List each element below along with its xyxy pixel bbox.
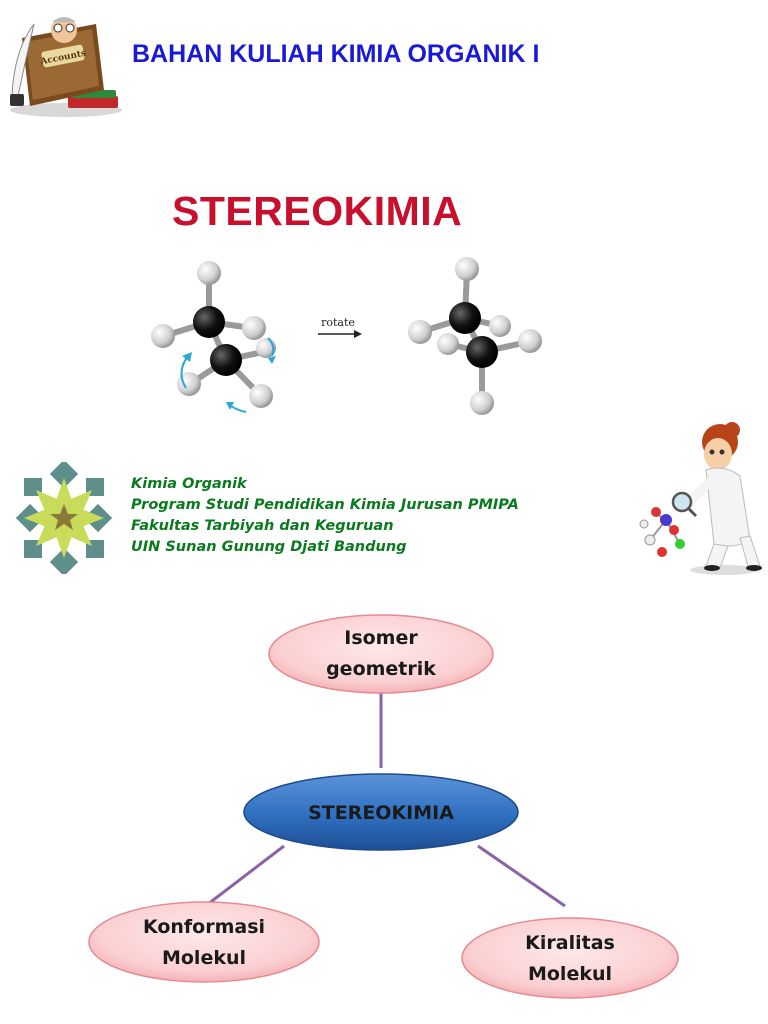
institution-info: Kimia Organik Program Studi Pendidikan K… (131, 474, 519, 558)
scientist-girl-clipart (639, 422, 762, 575)
ethane-rotation-diagram: rotate (151, 257, 542, 415)
node-kiralitas-molekul: Kiralitas Molekul (525, 932, 615, 985)
university-logo (15, 462, 113, 574)
node-stereokimia: STEREOKIMIA (308, 801, 454, 824)
institution-line: UIN Sunan Gunung Djati Bandung (131, 539, 407, 555)
node-center-shape (243, 773, 519, 851)
node-isomer-geometrik: Isomer geometrik (326, 627, 436, 680)
rotate-arrow: rotate (318, 316, 362, 338)
main-title: STEREOKIMIA (172, 188, 463, 234)
node-left-shape (88, 901, 320, 983)
institution-line: Kimia Organik (131, 476, 247, 492)
node-konformasi-molekul: Konformasi Molekul (142, 916, 266, 969)
molecule-before (151, 261, 276, 413)
institution-line: Program Studi Pendidikan Kimia Jurusan P… (131, 497, 519, 513)
accounts-book-clipart: Accounts (10, 17, 122, 117)
concept-map-connectors (88, 614, 679, 999)
institution-line: Fakultas Tarbiyah dan Keguruan (131, 518, 394, 534)
rotate-label: rotate (321, 316, 355, 329)
header-title: BAHAN KULIAH KIMIA ORGANIK I (132, 40, 540, 68)
node-right-shape (461, 917, 679, 999)
molecule-after (408, 257, 542, 415)
node-top-shape (268, 614, 494, 694)
